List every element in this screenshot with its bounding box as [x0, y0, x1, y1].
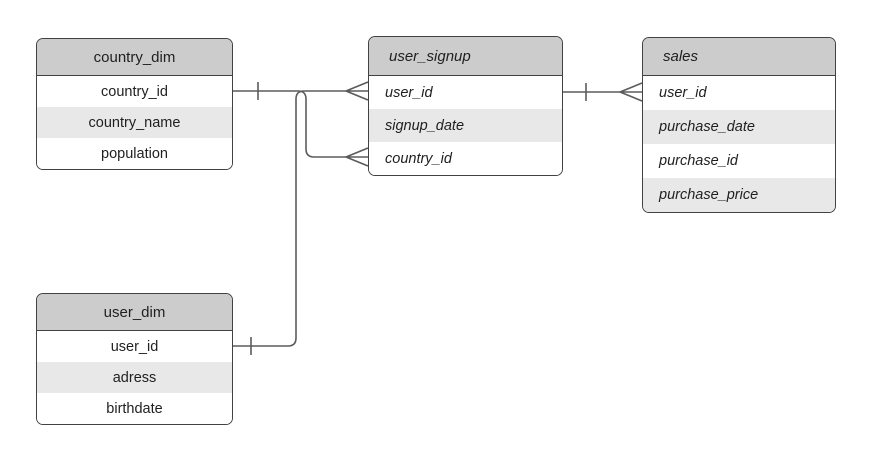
column-row: birthdate [37, 393, 232, 424]
column-row: country_id [37, 76, 232, 107]
column-row: purchase_id [643, 144, 835, 178]
entity-sales: sales user_id purchase_date purchase_id … [642, 37, 836, 213]
column-row: signup_date [369, 109, 562, 142]
crows-foot-many-icon [345, 147, 369, 167]
column-row: user_id [643, 76, 835, 110]
connector-line [233, 90, 346, 347]
entity-title: country_dim [37, 39, 232, 76]
column-row: user_id [37, 331, 232, 362]
column-row: population [37, 138, 232, 169]
connector-line [233, 90, 346, 158]
entity-user-dim: user_dim user_id adress birthdate [36, 293, 233, 425]
entity-user-signup: user_signup user_id signup_date country_… [368, 36, 563, 176]
relationship-user-signup-to-sales [563, 82, 643, 102]
column-row: purchase_date [643, 110, 835, 144]
entity-title: sales [643, 38, 835, 76]
column-row: user_id [369, 76, 562, 109]
entity-country-dim: country_dim country_id country_name popu… [36, 38, 233, 170]
entity-title: user_dim [37, 294, 232, 331]
crows-foot-many-icon [345, 81, 369, 101]
column-row: adress [37, 362, 232, 393]
column-row: country_name [37, 107, 232, 138]
relationship-user-dim-to-user-signup [233, 81, 369, 355]
crows-foot-many-icon [619, 82, 643, 102]
relationship-country-dim-to-user-signup [233, 82, 369, 167]
column-row: purchase_price [643, 178, 835, 212]
column-row: country_id [369, 142, 562, 175]
entity-title: user_signup [369, 37, 562, 76]
